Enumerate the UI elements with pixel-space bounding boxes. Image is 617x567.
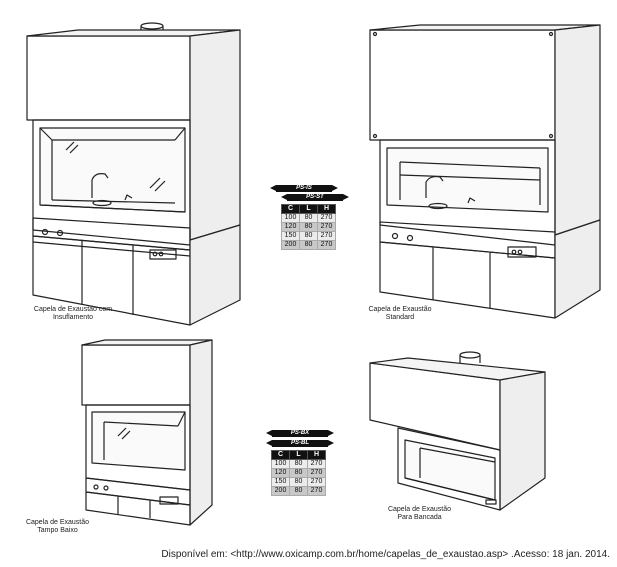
caption-standard-line2: Standard — [385, 314, 415, 321]
spec-table-2-header-l: L — [289, 450, 308, 460]
table-cell: 200 — [271, 486, 290, 496]
table-row: 200 80 270 — [271, 486, 326, 496]
table-cell: 80 — [299, 222, 318, 232]
table-row: 100 80 270 — [271, 459, 326, 469]
table-cell: 80 — [299, 213, 318, 223]
caption-bancada-line2: Para Bancada — [397, 514, 442, 521]
table-cell: 80 — [299, 231, 318, 241]
caption-bancada: Capela de Exaustão Para Bancada — [372, 506, 467, 522]
table-row: 100 80 270 — [281, 213, 336, 223]
spec-table-2-header-c: C — [271, 450, 290, 460]
spec-table-1-header-h: H — [317, 204, 336, 214]
model-tag-ps-st: PS-ST — [281, 194, 349, 201]
table-row: 200 80 270 — [281, 240, 336, 250]
table-cell: 270 — [317, 213, 336, 223]
table-cell: 270 — [307, 477, 326, 487]
caption-standard-line1: Capela de Exaustão — [368, 306, 432, 313]
caption-tampo-baixo-line2: Tampo Baixo — [37, 527, 78, 534]
spec-table-2-header-h: H — [307, 450, 326, 460]
table-cell: 270 — [307, 486, 326, 496]
table-cell: 100 — [281, 213, 300, 223]
caption-tampo-baixo-line1: Capela de Exaustão — [25, 519, 90, 526]
caption-standard: Capela de Exaustão Standard — [350, 306, 450, 322]
caption-insuflamento: Capela de Exaustão com Insuflamento — [8, 306, 138, 322]
table-cell: 80 — [289, 486, 308, 496]
table-row: 120 80 270 — [281, 222, 336, 232]
spec-table-1-header-c: C — [281, 204, 300, 214]
table-cell: 100 — [271, 459, 290, 469]
table-row: 150 80 270 — [281, 231, 336, 241]
table-row: 150 80 270 — [271, 477, 326, 487]
table-row: 120 80 270 — [271, 468, 326, 478]
spec-table-1: C L H 100 80 270 120 80 270 150 80 270 2… — [281, 204, 336, 250]
table-cell: 270 — [307, 459, 326, 469]
model-tag-ps-bx: PS-BX — [266, 430, 334, 437]
model-tag-ps-bl: PS-BL — [266, 440, 334, 447]
caption-insuflamento-line2: Insuflamento — [52, 314, 94, 321]
table-cell: 120 — [281, 222, 300, 232]
caption-insuflamento-line1: Capela de Exaustão com — [33, 306, 113, 313]
table-cell: 200 — [281, 240, 300, 250]
table-cell: 270 — [307, 468, 326, 478]
table-cell: 150 — [271, 477, 290, 487]
table-cell: 270 — [317, 240, 336, 250]
table-cell: 80 — [289, 468, 308, 478]
table-cell: 80 — [289, 477, 308, 487]
table-cell: 120 — [271, 468, 290, 478]
table-cell: 270 — [317, 222, 336, 232]
model-tag-ps-is: PS-IS — [270, 185, 338, 192]
spec-table-2: C L H 100 80 270 120 80 270 150 80 270 2… — [271, 450, 326, 496]
spec-table-1-header-l: L — [299, 204, 318, 214]
caption-bancada-line1: Capela de Exaustão — [387, 506, 452, 513]
caption-tampo-baixo: Capela de Exaustão Tampo Baixo — [10, 519, 105, 535]
source-citation: Disponível em: <http://www.oxicamp.com.b… — [161, 549, 610, 560]
table-cell: 80 — [289, 459, 308, 469]
table-cell: 270 — [317, 231, 336, 241]
table-cell: 80 — [299, 240, 318, 250]
table-cell: 150 — [281, 231, 300, 241]
